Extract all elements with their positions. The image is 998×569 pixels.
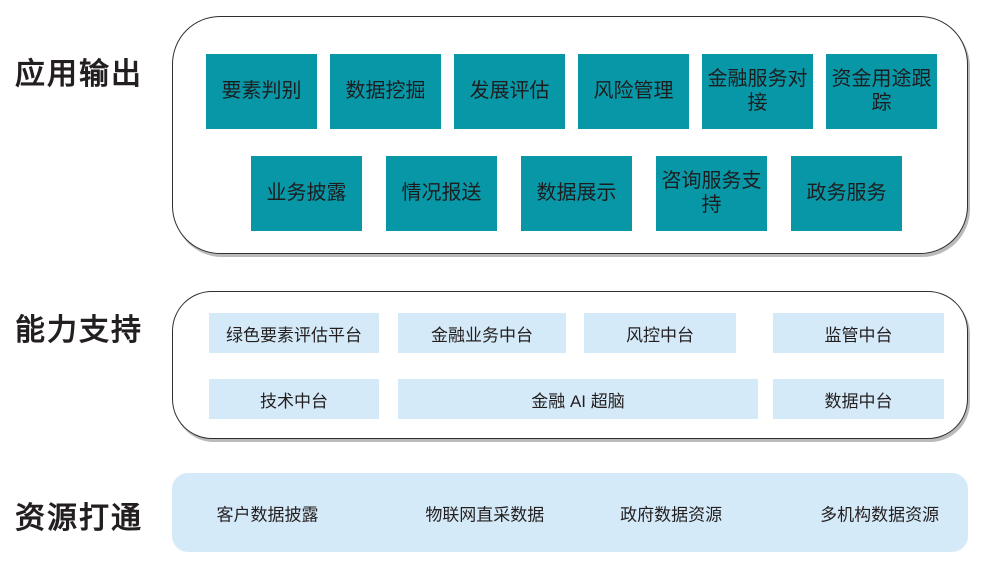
support-box-financial-ai-superbrain: 金融 AI 超脑 (398, 379, 758, 419)
output-box-data-mining: 数据挖掘 (330, 54, 441, 129)
resource-item-government-data: 政府数据资源 (620, 505, 723, 524)
output-box-element-discrimination: 要素判别 (206, 54, 317, 129)
output-box-financial-service-docking: 金融服务对接 (702, 54, 813, 129)
output-box-development-evaluation: 发展评估 (454, 54, 565, 129)
resource-connect-band: 客户数据披露 物联网直采数据 政府数据资源 多机构数据资源 (172, 473, 968, 552)
output-box-government-service: 政务服务 (791, 156, 902, 231)
application-output-panel: 要素判别 数据挖掘 发展评估 风险管理 金融服务对接 资金用途跟踪 业务披露 情… (172, 16, 968, 254)
resource-item-multi-institution-data: 多机构数据资源 (820, 505, 940, 524)
capability-support-panel: 绿色要素评估平台 金融业务中台 风控中台 监管中台 技术中台 金融 AI 超脑 … (172, 291, 968, 439)
support-box-risk-control-middle-platform: 风控中台 (584, 313, 736, 353)
resource-item-iot-direct-data: 物联网直采数据 (425, 505, 545, 524)
output-row-1: 要素判别 数据挖掘 发展评估 风险管理 金融服务对接 资金用途跟踪 (206, 54, 937, 129)
support-box-green-element-evaluation-platform: 绿色要素评估平台 (209, 313, 379, 353)
support-box-financial-business-middle-platform: 金融业务中台 (398, 313, 566, 353)
support-box-technology-middle-platform: 技术中台 (209, 379, 379, 419)
output-box-consulting-service-support: 咨询服务支持 (656, 156, 767, 231)
output-box-business-disclosure: 业务披露 (251, 156, 362, 231)
section-label-application-output: 应用输出 (15, 58, 143, 91)
support-box-data-middle-platform: 数据中台 (773, 379, 944, 419)
output-box-risk-management: 风险管理 (578, 54, 689, 129)
section-label-capability-support: 能力支持 (15, 314, 143, 347)
output-box-data-display: 数据展示 (521, 156, 632, 231)
support-box-supervision-middle-platform: 监管中台 (773, 313, 944, 353)
output-box-situation-reporting: 情况报送 (386, 156, 497, 231)
output-box-fund-usage-tracking: 资金用途跟踪 (826, 54, 937, 129)
output-row-2: 业务披露 情况报送 数据展示 咨询服务支持 政务服务 (251, 156, 902, 231)
section-label-resource-connect: 资源打通 (15, 502, 143, 535)
resource-item-customer-data-disclosure: 客户数据披露 (216, 505, 319, 524)
